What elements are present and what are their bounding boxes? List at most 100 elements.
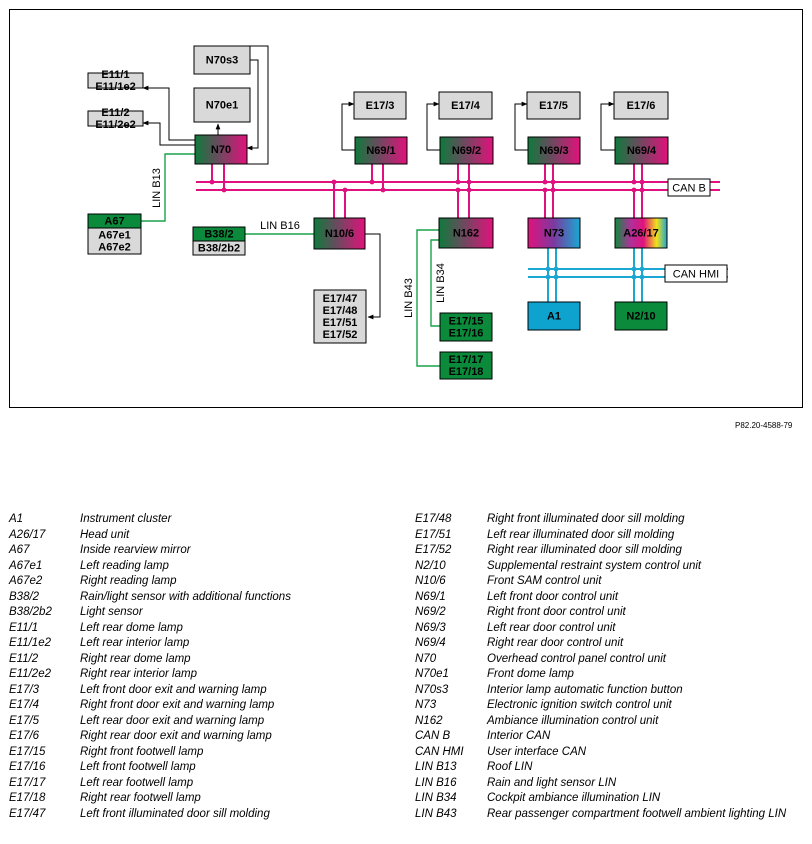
network-diagram: CAN B CAN HMI LIN B13 LIN B16 LIN B34 LI… xyxy=(9,9,803,408)
lin-b13-label: LIN B13 xyxy=(151,168,163,208)
can-b-label: CAN B xyxy=(667,178,711,197)
legend-description: Inside rearview mirror xyxy=(80,544,191,556)
legend-code: N69/3 xyxy=(415,621,446,634)
legend-description: Right front door control unit xyxy=(487,606,626,618)
legend-code: E17/17 xyxy=(9,776,46,789)
component-label: E17/3 xyxy=(366,100,395,112)
component-label: N69/1 xyxy=(366,145,395,157)
legend-description: Left rear door control unit xyxy=(487,621,616,634)
legend-description: Front dome lamp xyxy=(487,668,574,680)
component-label: A1 xyxy=(547,311,561,323)
svg-text:CAN B: CAN B xyxy=(672,183,706,195)
legend-description: Left front footwell lamp xyxy=(80,761,196,773)
legend-row: N69/4 Right rear door control unit xyxy=(415,637,807,653)
component-label: N73 xyxy=(544,228,564,240)
component-box-n70s3: N70s3 xyxy=(193,45,251,75)
component-label: E17/6 xyxy=(627,100,656,112)
legend-description: Head unit xyxy=(80,528,130,541)
legend-code: N69/4 xyxy=(415,637,446,649)
legend-code: N69/2 xyxy=(415,606,446,618)
legend-code: E17/6 xyxy=(9,730,40,742)
legend-description: Right reading lamp xyxy=(80,575,177,587)
component-box-n10-6: N10/6 xyxy=(313,217,366,250)
legend-description: Cockpit ambiance illumination LIN xyxy=(487,792,661,804)
legend-description: Left rear footwell lamp xyxy=(80,776,194,789)
component-box-shape xyxy=(439,312,493,342)
legend-code: E17/3 xyxy=(9,683,40,696)
component-box-shape xyxy=(614,136,669,165)
component-box-shape xyxy=(439,136,494,165)
legend-code: LIN B43 xyxy=(415,807,457,820)
component-box-e17-5: E17/5 xyxy=(526,91,581,120)
legend-description: Supplemental restraint system control un… xyxy=(487,559,702,572)
legend-code: E11/2 xyxy=(9,652,39,665)
component-label: N162 xyxy=(453,228,479,240)
legend-code: E17/48 xyxy=(415,513,452,525)
component-label: E17/51 xyxy=(323,317,358,329)
component-label: E17/17 xyxy=(449,354,484,366)
component-label: E17/16 xyxy=(449,328,484,340)
component-box-n70e1: N70e1 xyxy=(193,87,251,123)
component-box-shape xyxy=(353,91,407,120)
legend-row: N69/2 Right front door control unit xyxy=(415,606,807,622)
legend-description: Right front footwell lamp xyxy=(80,745,204,758)
component-box-e17-3: E17/3 xyxy=(353,91,407,120)
legend-description: Left front illuminated door sill molding xyxy=(80,807,270,820)
legend-code: E17/47 xyxy=(9,807,46,820)
legend-code: LIN B34 xyxy=(415,792,457,804)
component-label: B38/2b2 xyxy=(198,243,240,255)
component-box-shape xyxy=(438,91,493,120)
legend-description: Interior lamp automatic function button xyxy=(487,683,683,696)
legend-description: Interior CAN xyxy=(487,730,551,742)
legend-row: E17/6 Right rear door exit and warning la… xyxy=(9,730,404,746)
component-label: E17/48 xyxy=(323,305,358,317)
lin-b43-label: LIN B43 xyxy=(403,278,415,318)
reference-code: P82.20-4588-79 xyxy=(735,421,793,430)
legend-code: E17/5 xyxy=(9,714,40,727)
component-box-n162: N162 xyxy=(438,217,494,249)
component-label: A67 xyxy=(104,216,124,228)
component-label: E11/1 xyxy=(101,69,129,81)
diagram-frame xyxy=(9,9,803,408)
component-box-n69-4: N69/4 xyxy=(614,136,669,165)
component-label: N70 xyxy=(211,144,231,156)
component-box-n69-3: N69/3 xyxy=(527,136,581,165)
component-box-n70: N70 xyxy=(194,134,248,165)
component-label: E17/4 xyxy=(451,100,481,112)
legend-description: Right rear door exit and warning lamp xyxy=(80,730,272,742)
lin-b16-label: LIN B16 xyxy=(260,220,300,232)
component-box-a67: A67 xyxy=(87,213,142,229)
component-box-e17-6: E17/6 xyxy=(613,91,669,120)
component-label: N70s3 xyxy=(206,55,238,67)
component-box-shape xyxy=(354,136,408,165)
component-box-shape xyxy=(527,136,581,165)
component-box-shape xyxy=(192,240,246,256)
component-label: A67e2 xyxy=(98,242,130,254)
component-label: E11/2e2 xyxy=(95,119,135,131)
legend-description: Rain/light sensor with additional functi… xyxy=(80,590,291,603)
legend-description: Right rear door control unit xyxy=(487,637,624,649)
component-box-shape xyxy=(613,91,669,120)
legend-description: Right front door exit and warning lamp xyxy=(80,699,275,711)
component-label: B38/2 xyxy=(204,229,233,241)
can-b-nodes xyxy=(209,179,645,193)
can-hmi-label: CAN HMI xyxy=(664,264,728,283)
